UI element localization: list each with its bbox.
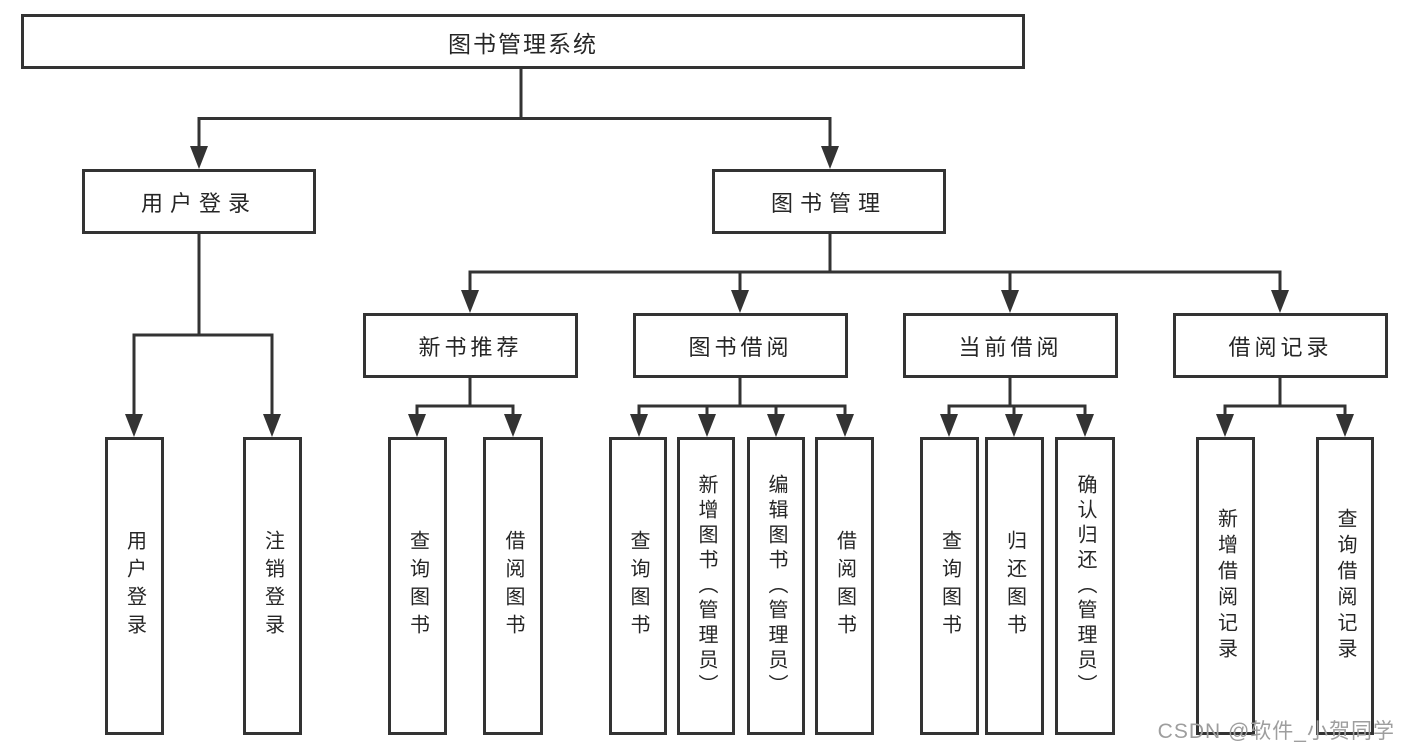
leaf-query-borrow-record: 查询借阅记录 bbox=[1316, 437, 1374, 735]
tree-edges bbox=[132, 69, 1347, 418]
node-borrowing-records: 借阅记录 bbox=[1173, 313, 1388, 378]
leaf-return-book: 归还图书 bbox=[985, 437, 1044, 735]
node-book-borrowing: 图书借阅 bbox=[633, 313, 848, 378]
leaf-confirm-return-admin: 确认归还（管理员） bbox=[1055, 437, 1115, 735]
leaf-borrow-books-recommend: 借阅图书 bbox=[483, 437, 543, 735]
arrowheads bbox=[125, 146, 1354, 437]
node-user-login: 用户登录 bbox=[82, 169, 316, 234]
node-root: 图书管理系统 bbox=[21, 14, 1025, 69]
leaf-add-book-admin: 新增图书（管理员） bbox=[677, 437, 735, 735]
leaf-add-borrow-record: 新增借阅记录 bbox=[1196, 437, 1255, 735]
leaf-query-books-borrowing: 查询图书 bbox=[609, 437, 667, 735]
watermark-text: CSDN @软件_小贺同学 bbox=[1157, 720, 1395, 743]
leaf-logout: 注销登录 bbox=[243, 437, 302, 735]
node-book-management: 图书管理 bbox=[712, 169, 946, 234]
leaf-edit-book-admin: 编辑图书（管理员） bbox=[747, 437, 805, 735]
leaf-query-books-recommend: 查询图书 bbox=[388, 437, 447, 735]
node-current-borrowing: 当前借阅 bbox=[903, 313, 1118, 378]
leaf-user-login: 用户登录 bbox=[105, 437, 164, 735]
node-new-book-recommend: 新书推荐 bbox=[363, 313, 578, 378]
leaf-borrow-books-borrowing: 借阅图书 bbox=[815, 437, 874, 735]
leaf-query-books-current: 查询图书 bbox=[920, 437, 979, 735]
